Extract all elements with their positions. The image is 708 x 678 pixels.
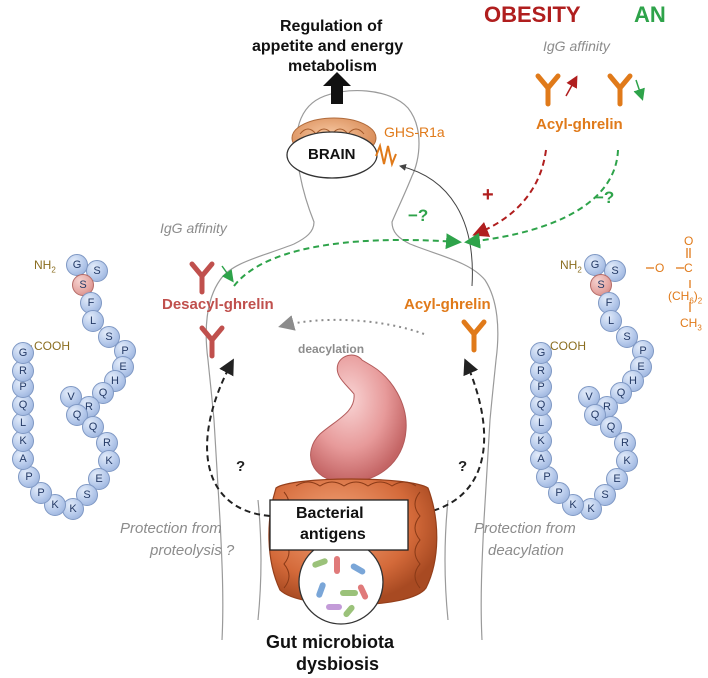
peptide-residue: K [616,450,638,472]
stomach-icon [310,354,407,483]
peptide-residue: R [614,432,636,454]
an-label: AN [634,2,666,27]
peptide-residue: L [82,310,104,332]
arrow-up-icon [323,72,351,104]
peptide-residue: S [76,484,98,506]
deacylation-arrow [278,315,425,335]
desacyl-inhibit-arrow [233,233,462,287]
cooh-right: COOH [550,339,586,353]
minus-q-right: −? [594,188,615,207]
peptide-residue: P [30,482,52,504]
antigen-right-arrow [403,358,486,517]
ester-ch3: CH3 [680,316,702,333]
acyl-to-brain-arrow [399,164,473,287]
peptide-residue: G [530,342,552,364]
brain-label: BRAIN [308,146,356,163]
question-left: ? [236,458,246,475]
plus-sign: + [482,184,494,206]
regulation-line-3: metabolism [288,58,377,75]
peptide-residue: E [88,468,110,490]
peptide-residue: Q [610,382,632,404]
ghs-r1a-label: GHS-R1a [384,124,445,140]
cooh-left: COOH [34,339,70,353]
peptide-residue: S [594,484,616,506]
affinity-down-arrow [633,79,645,101]
peptide-residue: Q [600,416,622,438]
peptide-residue: S [86,260,108,282]
igg-affinity-left: IgG affinity [160,220,227,236]
peptide-residue: L [600,310,622,332]
peptide-residue: G [584,254,606,276]
minus-q-center: −? [408,206,429,225]
bacterial-antigens-1: Bacterial [296,505,364,522]
antigen-left-arrow [206,358,271,517]
peptide-residue: G [66,254,88,276]
nh2-right: NH2 [560,258,582,275]
peptide-residue: R [12,360,34,382]
peptide-residue: G [12,342,34,364]
ester-o-double: O [684,234,694,248]
microbiota-icon [298,539,384,625]
question-right: ? [458,458,468,475]
receptor-icon [375,142,397,168]
ester-chain: (CH6)2 [668,289,703,306]
protection-right-1: Protection from [474,520,576,537]
peptide-residue: A [530,448,552,470]
antibody-icon [189,73,633,359]
desacyl-ghrelin-label: Desacyl-ghrelin [162,296,274,313]
affinity-up-arrow [565,75,578,97]
bacterial-antigens-2: antigens [300,526,366,543]
nh2-left: NH2 [34,258,56,275]
acyl-ghrelin-top: Acyl-ghrelin [536,116,623,133]
peptide-residue: S [604,260,626,282]
ester-bonds [646,248,691,312]
protection-left-2: proteolysis ? [150,542,235,559]
gut-microbiota-2: dysbiosis [296,654,380,674]
peptide-residue: Q [92,382,114,404]
peptide-residue: Q [82,416,104,438]
protection-left-1: Protection from [120,520,222,537]
protection-right-2: deacylation [488,542,564,559]
peptide-residue: P [548,482,570,504]
regulation-line-2: appetite and energy [252,38,404,55]
gut-microbiota-1: Gut microbiota [266,632,395,652]
ester-o-single: O [655,261,665,275]
igg-affinity-top: IgG affinity [543,38,610,54]
deacylation-label: deacylation [298,342,365,356]
ester-c: C [684,261,693,275]
acyl-ghrelin-mid: Acyl-ghrelin [404,296,491,313]
regulation-line-1: Regulation of [280,18,383,35]
peptide-residue: Q [530,394,552,416]
peptide-residue: S [98,326,120,348]
peptide-residue: K [12,430,34,452]
obesity-arrow [472,149,547,237]
peptide-residue: F [598,292,620,314]
peptide-residue: E [606,468,628,490]
obesity-label: OBESITY [484,2,581,27]
bacterial-antigens-box [269,499,409,551]
peptide-residue: S [616,326,638,348]
affinity-down-arrow-left [221,265,234,283]
peptide-residue: K [98,450,120,472]
